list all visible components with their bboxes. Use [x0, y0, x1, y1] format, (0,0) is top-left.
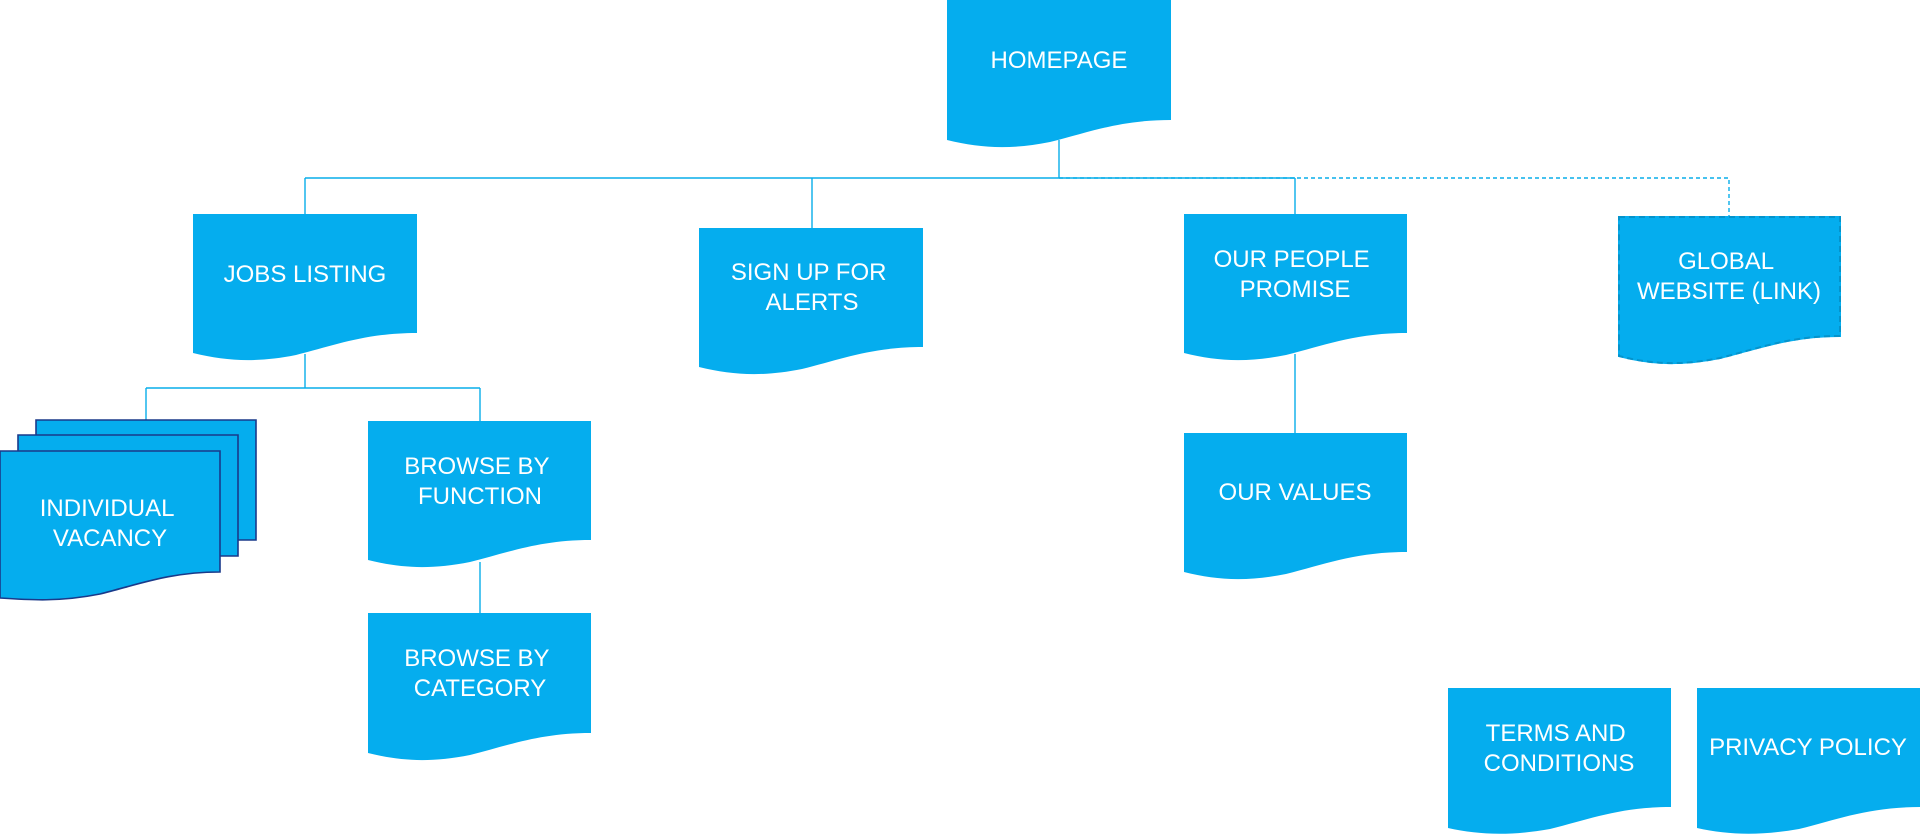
- document-shape: [947, 0, 1171, 148]
- node-terms-and-conditions: TERMS AND CONDITIONS: [1448, 688, 1671, 834]
- node-label: TERMS AND CONDITIONS: [1484, 720, 1635, 777]
- node-our-values: OUR VALUES: [1184, 433, 1407, 580]
- node-label: SIGN UP FOR ALERTS: [731, 259, 893, 316]
- document-shape: [1184, 214, 1407, 361]
- document-shape: [1448, 688, 1671, 834]
- stack-page-front: [0, 450, 221, 601]
- node-individual-vacancy: INDIVIDUAL VACANCY: [0, 419, 257, 601]
- node-label: BROWSE BY CATEGORY: [404, 645, 556, 702]
- node-global-website-link: GLOBAL WEBSITE (LINK): [1618, 216, 1841, 365]
- node-label: HOMEPAGE: [991, 47, 1128, 74]
- document-outline-dashed: [1618, 216, 1841, 365]
- node-label: OUR PEOPLE PROMISE: [1214, 246, 1377, 303]
- connector-to-global-website: [1059, 177, 1730, 216]
- node-browse-by-category: BROWSE BY CATEGORY: [368, 613, 591, 761]
- document-shape: [368, 613, 591, 761]
- document-shape: [699, 228, 923, 375]
- document-shape: [1184, 433, 1407, 580]
- node-browse-by-function: BROWSE BY FUNCTION: [368, 421, 591, 568]
- node-label: BROWSE BY FUNCTION: [404, 453, 556, 510]
- node-privacy-policy: PRIVACY POLICY: [1697, 688, 1920, 834]
- node-our-people-promise: OUR PEOPLE PROMISE: [1184, 214, 1407, 361]
- node-label: INDIVIDUAL VACANCY: [40, 495, 180, 552]
- node-label: PRIVACY POLICY: [1709, 734, 1907, 761]
- node-label: JOBS LISTING: [224, 261, 387, 288]
- document-shape: [193, 214, 417, 361]
- node-jobs-listing: JOBS LISTING: [193, 214, 417, 361]
- document-shape: [1697, 688, 1920, 834]
- connectors: [145, 140, 1730, 613]
- node-homepage: HOMEPAGE: [947, 0, 1171, 148]
- node-sign-up-for-alerts: SIGN UP FOR ALERTS: [699, 228, 923, 375]
- node-label: OUR VALUES: [1219, 479, 1372, 506]
- node-label: GLOBAL WEBSITE (LINK): [1637, 248, 1821, 305]
- document-shape: [368, 421, 591, 568]
